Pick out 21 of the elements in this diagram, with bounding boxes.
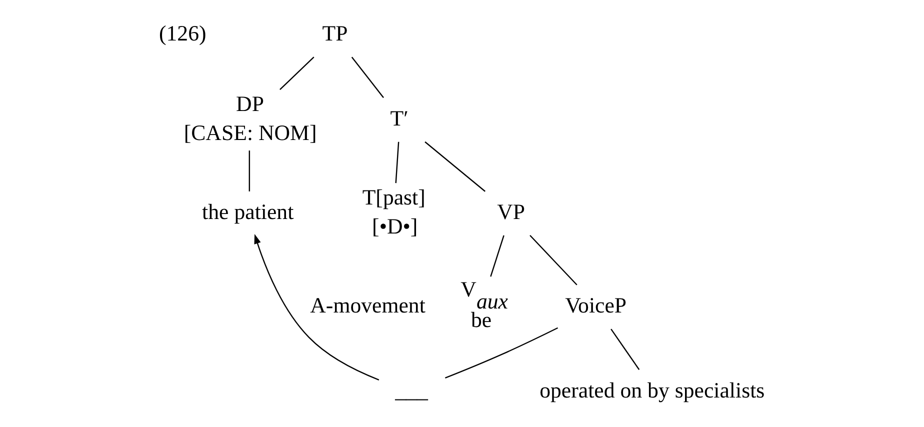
- node-text: T′: [390, 106, 408, 130]
- connector: [248, 150, 250, 192]
- node-text: ___: [394, 378, 428, 402]
- node-text: operated on by specialists: [539, 378, 764, 402]
- node-text: VoiceP: [564, 293, 626, 318]
- connector: [610, 328, 640, 370]
- edge-label: A-movement: [310, 293, 425, 318]
- connector: [444, 327, 558, 379]
- node-text: T[past] [•D•]: [362, 185, 425, 238]
- node-text: TP: [322, 21, 348, 46]
- node-text: DP [CASE: NOM]: [183, 92, 316, 145]
- arrow: [254, 234, 379, 380]
- connector: [490, 235, 504, 277]
- connector: [394, 142, 399, 184]
- connector: [424, 141, 485, 192]
- connector: [350, 56, 384, 98]
- connector: [279, 56, 314, 90]
- connector: [529, 234, 577, 286]
- node-text: VP: [496, 200, 525, 224]
- node-text: the patient: [202, 200, 294, 224]
- label: (126): [158, 21, 206, 46]
